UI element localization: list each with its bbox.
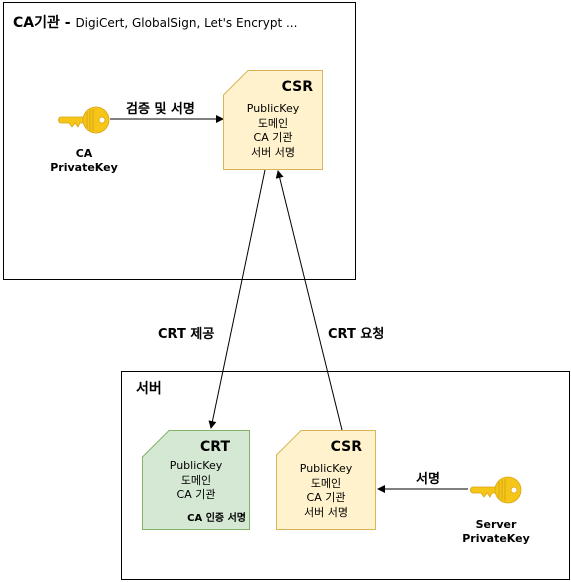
ca-box-subtitle: DigiCert, GlobalSign, Let's Encrypt ... [75, 16, 298, 30]
server-box-title: 서버 [136, 381, 162, 397]
server-csr-line: 도메인 [310, 476, 342, 490]
ca-csr-title: CSR [281, 79, 313, 95]
ca-key-label-line1: CA [75, 147, 93, 160]
server-csr-title: CSR [330, 439, 362, 455]
server-key-label-line1: Server [475, 518, 517, 531]
server-csr-line: CA 기관 [306, 491, 346, 504]
ca-box-title: CA기관 - DigiCert, GlobalSign, Let's Encry… [13, 12, 297, 32]
edge-label-crt-provide: CRT 제공 [158, 327, 215, 342]
ca-csr-line: 서버 서명 [251, 145, 295, 159]
crt-footer: CA 인증 서명 [187, 513, 246, 524]
crt-document: CRT PublicKey 도메인 CA 기관 CA 인증 서명 [142, 430, 250, 530]
edge-crt-provide [208, 169, 266, 429]
key-icon [58, 106, 110, 134]
ca-csr-line: CA 기관 [253, 131, 293, 144]
server-csr-line: 서버 서명 [304, 505, 348, 519]
ca-csr-line: 도메인 [257, 116, 289, 130]
server-csr-line: PublicKey [299, 462, 353, 475]
ca-csr-shape [223, 70, 323, 170]
edge-label-verify-sign: 검증 및 서명 [126, 102, 195, 117]
crt-line: PublicKey [169, 459, 223, 472]
ca-csr-document: CSR PublicKey 도메인 CA 기관 서버 서명 [223, 70, 323, 170]
server-csr-shape [276, 430, 376, 530]
server-csr-lines: PublicKey 도메인 CA 기관 서버 서명 [276, 462, 376, 520]
edge-crt-request [275, 170, 343, 431]
ca-box-title-text: CA기관 - [13, 15, 71, 31]
ca-csr-lines: PublicKey 도메인 CA 기관 서버 서명 [223, 102, 323, 160]
server-key-label: Server PrivateKey [456, 518, 536, 546]
crt-line: 도메인 [180, 473, 212, 487]
key-icon [470, 476, 522, 504]
server-key-label-line2: PrivateKey [462, 532, 530, 545]
edge-label-crt-request: CRT 요청 [328, 327, 385, 342]
crt-shape [142, 430, 250, 530]
crt-title: CRT [200, 439, 230, 455]
ca-csr-line: PublicKey [246, 102, 300, 115]
ca-key-label-line2: PrivateKey [50, 161, 118, 174]
edge-label-sign: 서명 [416, 472, 440, 487]
crt-line: CA 기관 [176, 488, 216, 501]
crt-lines: PublicKey 도메인 CA 기관 [142, 459, 250, 503]
ca-key-label: CA PrivateKey [44, 147, 124, 175]
server-csr-document: CSR PublicKey 도메인 CA 기관 서버 서명 [276, 430, 376, 530]
